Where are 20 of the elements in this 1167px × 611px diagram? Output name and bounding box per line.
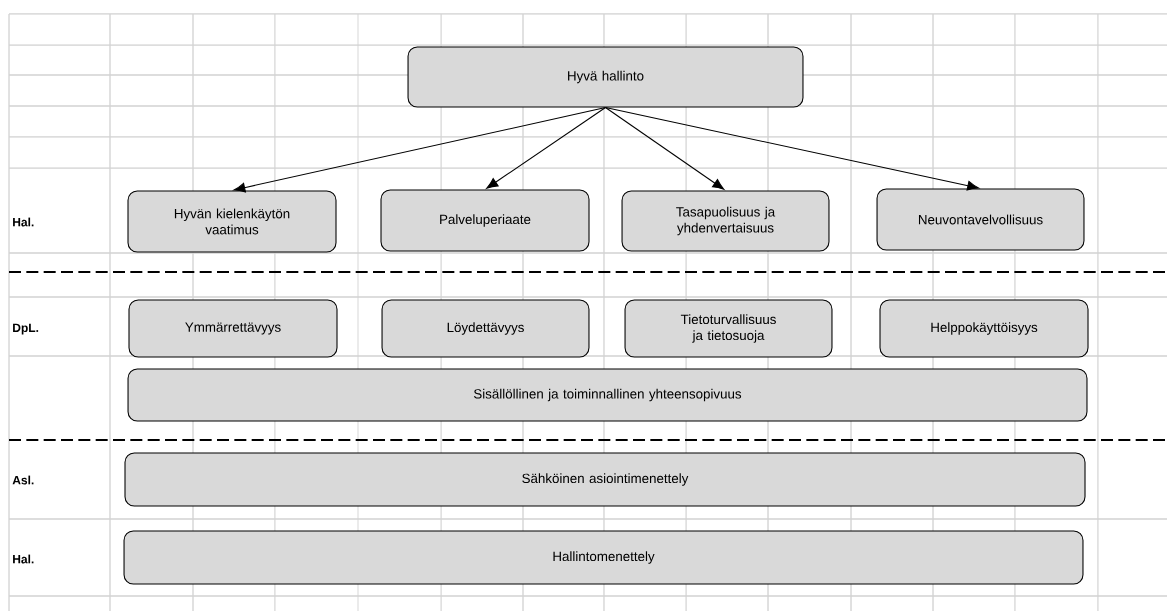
row-label: Hal. [13,554,34,564]
process-box: Helppokäyttöisyys [879,299,1089,358]
row-label: Hal. [13,217,34,227]
process-box: Neuvontavelvollisuus [876,188,1085,251]
process-box: Hyvän kielenkäytön vaatimus [127,190,337,253]
process-box: Sisällöllinen ja toiminnallinen yhteensopivuus [127,368,1088,422]
process-box: Palveluperiaate [380,189,590,252]
process-box: Hallintomenettely [123,530,1084,585]
arrow [604,107,980,191]
process-box: Hyvä hallinto [407,46,804,108]
process-box: Sähköinen asiointimenettely [124,452,1086,507]
process-box: Löydettävyys [381,299,590,358]
row-label: DpL. [13,323,39,335]
arrow [486,107,607,189]
process-box: Tasapuolisuus ja yhdenvertaisuus [621,190,830,252]
row-label: Asl. [12,475,34,485]
arrow [233,107,607,193]
process-box: Tietoturvallisuus ja tietosuoja [624,299,833,358]
process-box: Ymmärrettävyys [128,299,338,358]
arrow [604,107,725,190]
